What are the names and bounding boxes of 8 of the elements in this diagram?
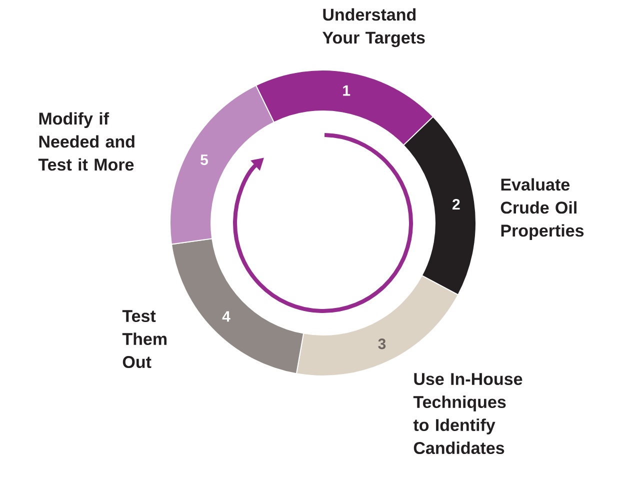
step-label: Test Them Out bbox=[122, 310, 166, 368]
ring-segment: 1 bbox=[255, 70, 434, 146]
step-label: Modify if Needed and Test it More bbox=[38, 112, 134, 171]
ring-segment: 4 bbox=[171, 238, 304, 374]
step-label: Understand Your Targets bbox=[322, 8, 425, 48]
ring-segment: 2 bbox=[403, 116, 476, 296]
ring-segment: 5 bbox=[170, 84, 274, 245]
step-label: Evaluate Crude Oil Properties bbox=[500, 178, 584, 240]
